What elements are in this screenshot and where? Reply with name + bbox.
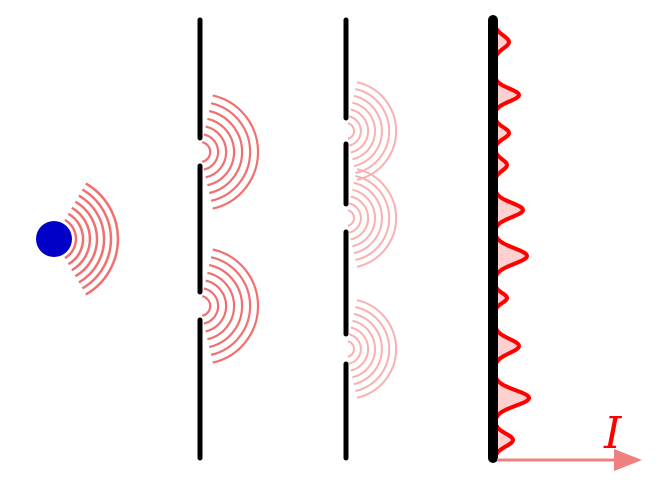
wavefront-arc [207,271,236,341]
wavefront-arc [350,326,370,372]
wavefront-arc [210,102,252,202]
wavefront-arc [352,188,377,248]
wavefront-arc [350,195,370,241]
wavefront-arc [349,115,362,147]
wavefront-arc [205,125,228,179]
wavefront-arc [356,168,398,268]
wavefront-arc [355,88,391,174]
intensity-axis [497,449,642,471]
wavefront-arc [355,175,391,261]
wavefront-arc [201,295,212,317]
wavefront-arc [203,287,220,325]
wavefront-arc [350,108,370,154]
wavefront-arc [203,133,220,171]
wavefront-arc [347,122,356,140]
wavefront-arc [67,212,85,266]
wavefront-arc [85,182,120,296]
second-barrier-wavefronts [347,81,398,399]
wavefront-arc [205,279,228,333]
wavefront-arc [208,263,244,349]
wavefront-arc [212,94,260,210]
wavefront-arc [353,181,383,255]
wavefront-arc [356,299,398,399]
wavefront-arc [78,194,106,284]
wavefront-arc [201,141,212,163]
wavefront-arc [349,333,362,365]
wavefront-arc [353,312,383,386]
wavefront-arc [208,109,244,195]
wavefront-arc [64,218,78,260]
wavefront-arc [353,94,383,168]
intensity-axis-label: I [603,408,623,459]
wavefront-arc [347,340,356,358]
wavefront-arc [355,306,391,392]
wavefront-arc [356,81,398,181]
wavefront-arc [81,188,113,290]
wavefront-arc [212,248,260,364]
wavefront-arc [347,209,356,227]
wavefront-arc [210,256,252,356]
wavefront-arc [71,206,92,272]
light-source [36,221,72,257]
wavefront-arc [207,117,236,187]
first-barrier-wavefronts [201,94,260,364]
arrow-head-icon [614,449,642,471]
intensity-profile [493,20,531,458]
wavefront-arc [352,319,377,379]
wavefront-arc [352,101,377,161]
wavefront-arc [74,200,99,278]
wavefront-arc [349,202,362,234]
source-wavefronts [64,182,120,296]
